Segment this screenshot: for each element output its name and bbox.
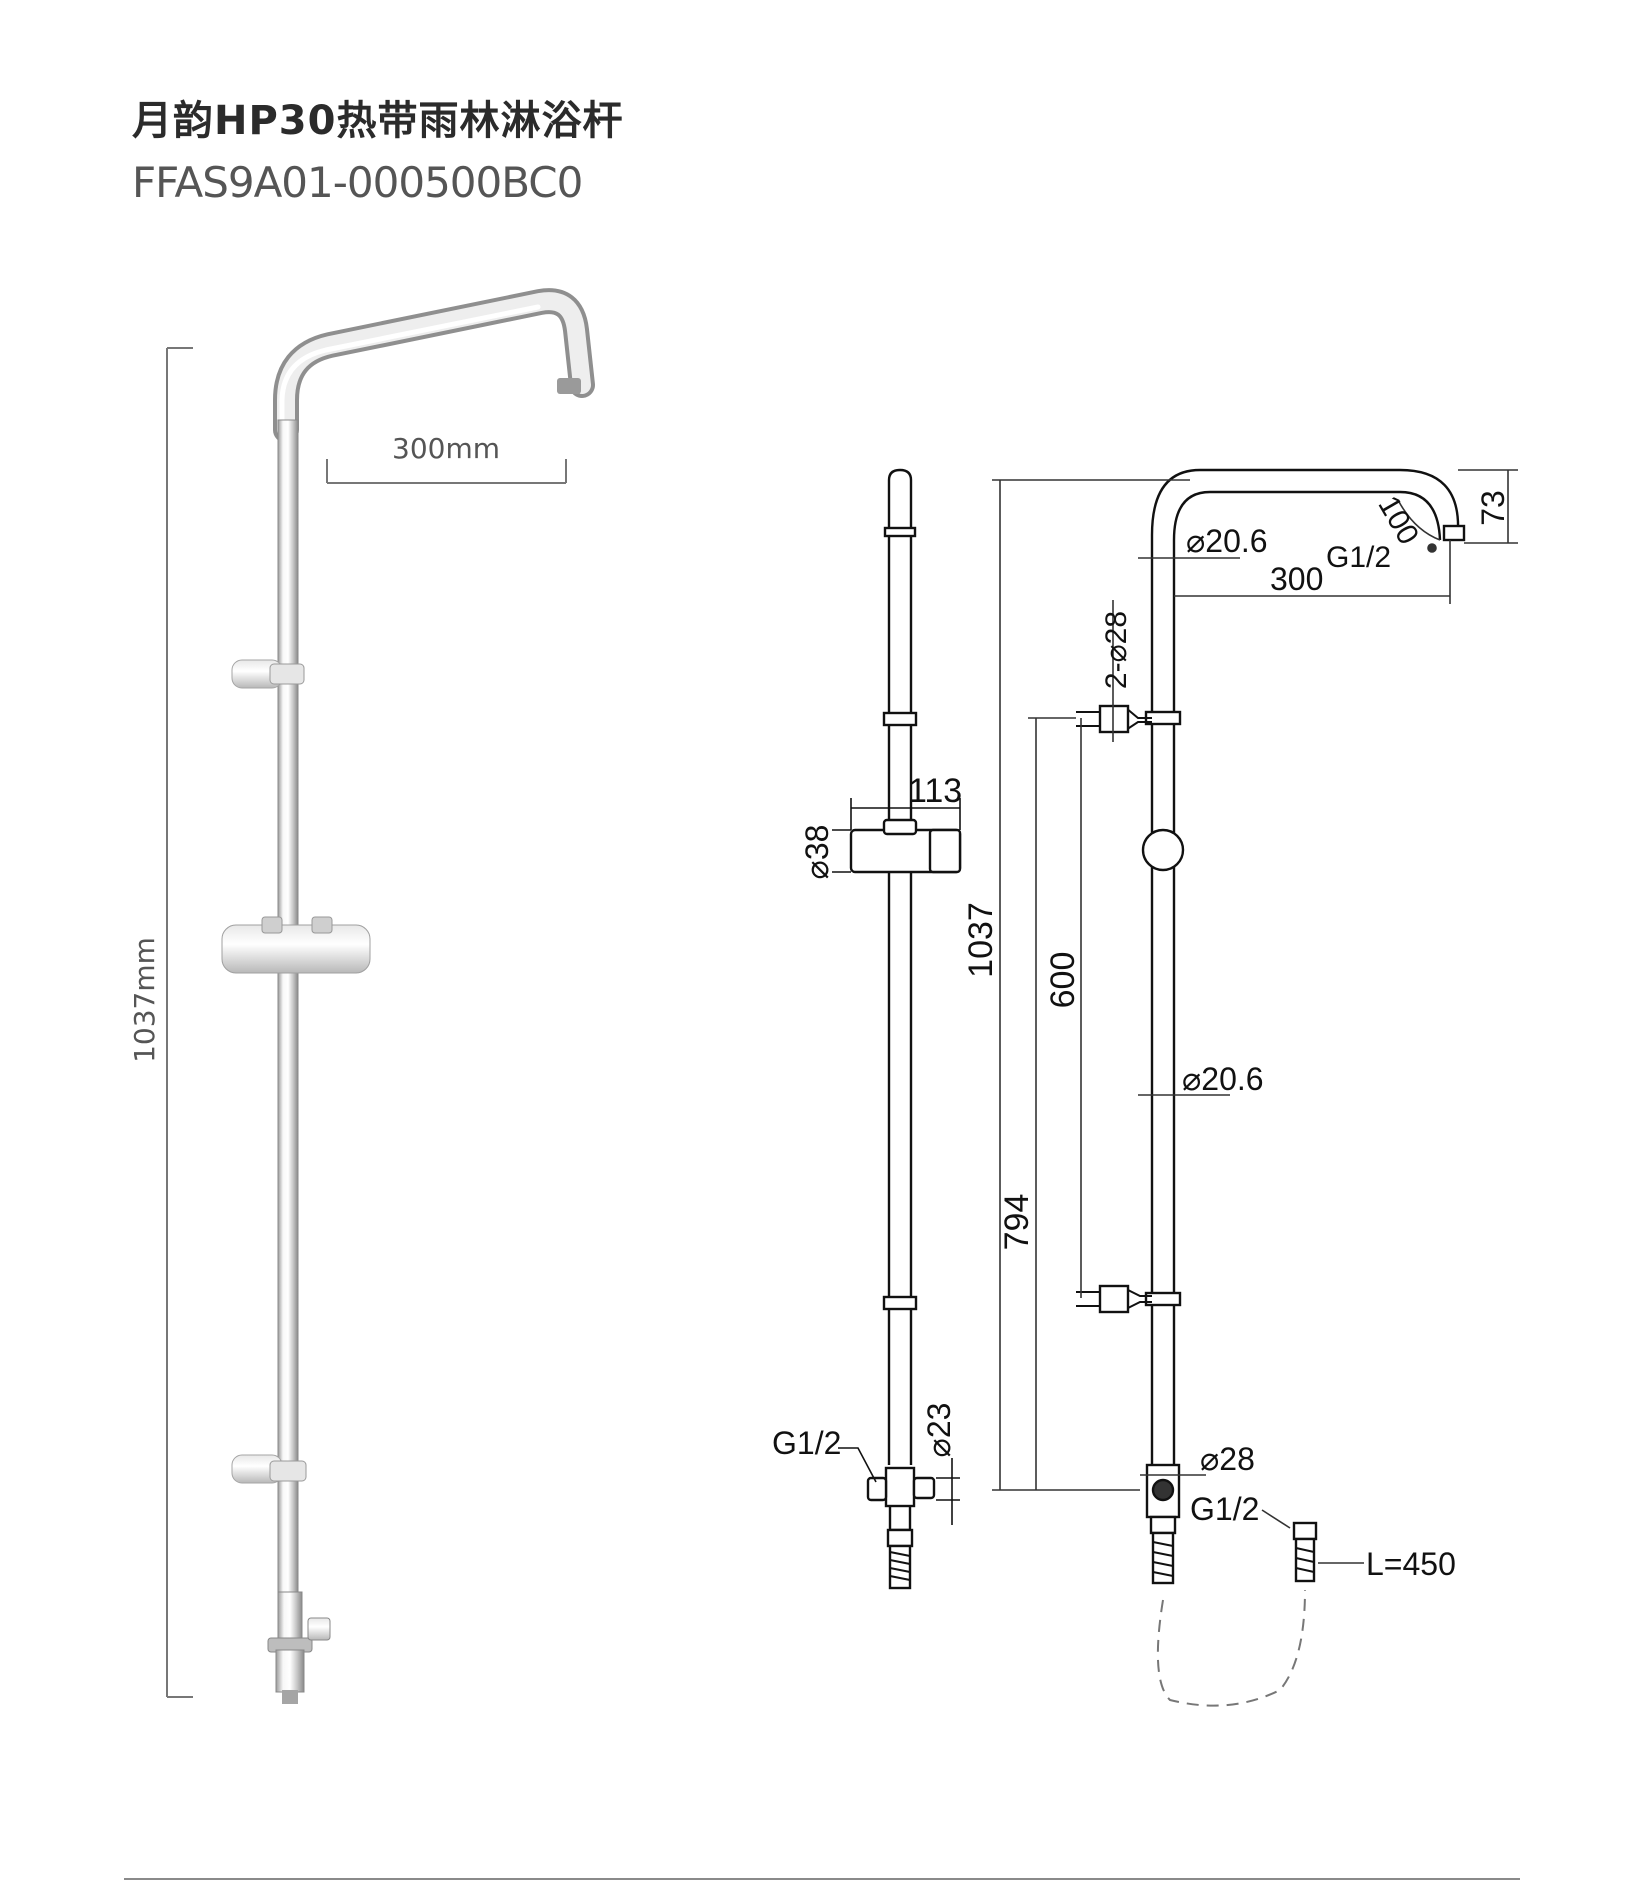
page-title: 月韵HP30热带雨林淋浴杆 [132, 98, 624, 144]
pipe-diameter-label: ⌀20.6 [1182, 1061, 1264, 1097]
photo-outlet [557, 378, 581, 394]
front-arm-inner [1172, 490, 1442, 1465]
side-view-drawing [832, 468, 962, 1590]
photo-main-pipe [277, 419, 299, 1686]
inlet-height-label: 794 [998, 1194, 1036, 1251]
side-view-labels: 113 ⌀38 ⌀23 G1/2 [772, 772, 962, 1461]
photo-arm [277, 292, 591, 439]
arm-length-label: 300 [1270, 561, 1323, 597]
outlet-thread-label: G1/2 [1326, 541, 1391, 574]
side-pipe [887, 468, 913, 1465]
valve-thread-label: G1/2 [1190, 1491, 1259, 1527]
bracket-spec-label: 2-⌀28 [1100, 611, 1133, 689]
hose-length-label: L=450 [1366, 1546, 1456, 1582]
front-arm-outer [1150, 468, 1460, 1465]
photo-diverter [277, 1591, 303, 1643]
side-handle-diameter: ⌀38 [799, 825, 835, 880]
photo-width-dimension: 300mm [326, 432, 567, 484]
model-code: FFAS9A01-000500BC0 [132, 158, 583, 207]
product-photo: 1037mm 300mm [128, 288, 595, 1704]
total-height-label: 1037 [962, 902, 1000, 978]
photo-height-label: 1037mm [128, 937, 161, 1063]
top-pipe-diameter-label: ⌀20.6 [1186, 523, 1268, 559]
hose-path [1156, 1589, 1306, 1707]
side-handle-width: 113 [908, 772, 962, 810]
photo-height-dimension: 1037mm [128, 347, 193, 1698]
photo-width-label: 300mm [392, 432, 500, 465]
side-valve [884, 1466, 916, 1508]
footer-divider [124, 1878, 1520, 1880]
head-offset-label: 73 [1475, 490, 1511, 526]
front-view-drawing [1076, 468, 1466, 1707]
front-knob [1141, 828, 1185, 872]
front-view-labels: 1037 794 600 2-⌀28 ⌀20.6 ⌀20.6 300 100 G… [962, 490, 1511, 1582]
front-view-dimensions [992, 469, 1518, 1564]
side-inlet-thread: G1/2 [772, 1425, 841, 1461]
side-valve-diameter: ⌀23 [921, 1403, 957, 1458]
valve-diameter-label: ⌀28 [1200, 1441, 1255, 1477]
bracket-spacing-label: 600 [1044, 952, 1082, 1009]
photo-slider [221, 924, 371, 974]
